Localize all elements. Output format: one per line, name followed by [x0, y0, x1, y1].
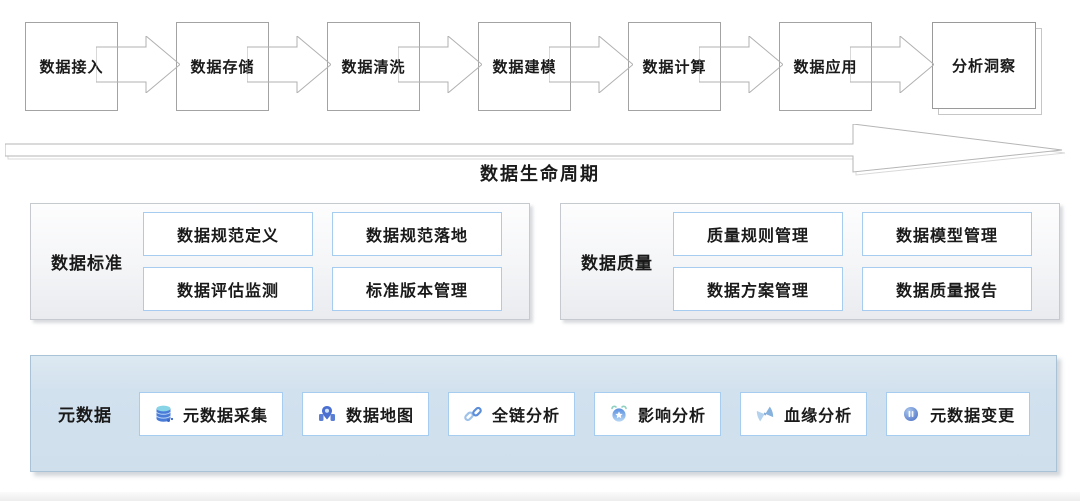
stage-box-data-modeling: 数据建模	[478, 22, 571, 111]
metadata-item-data-map: 数据地图	[302, 391, 430, 436]
data-quality-label: 数据质量	[581, 254, 653, 273]
data-standards-label: 数据标准	[51, 254, 123, 273]
standards-item: 数据规范落地	[332, 212, 502, 256]
map-pin-icon	[319, 405, 336, 421]
stage-box-analysis-insight: 分析洞察	[932, 22, 1042, 115]
stage-box-data-access: 数据接入	[25, 22, 118, 111]
stage-box-data-cleaning: 数据清洗	[327, 22, 420, 111]
metadata-buttons: 元数据采集 数据地图 全链分析	[139, 391, 1031, 436]
metadata-label: 元数据	[58, 406, 112, 425]
standards-item: 数据评估监测	[143, 267, 313, 311]
flow-arrow-icon	[398, 36, 482, 93]
metadata-item-metadata-change: 元数据变更	[886, 391, 1031, 436]
bottom-edge-strip	[0, 492, 1080, 501]
metadata-item-lineage-analysis: 血缘分析	[740, 391, 868, 436]
metadata-item-label: 全链分析	[492, 407, 561, 425]
chain-link-icon	[464, 406, 482, 421]
metadata-item-label: 血缘分析	[784, 407, 853, 425]
data-standards-grid: 数据规范定义 数据规范落地 数据评估监测 标准版本管理	[143, 212, 502, 311]
butterfly-icon	[756, 406, 774, 421]
alarm-star-icon	[611, 405, 627, 422]
quality-item: 数据模型管理	[862, 212, 1032, 256]
lifecycle-label: 数据生命周期	[480, 164, 600, 184]
metadata-item-full-chain: 全链分析	[448, 391, 576, 436]
metadata-panel: 元数据 元数据采集 数据地图	[30, 355, 1057, 472]
flow-arrow-icon	[549, 36, 633, 93]
data-standards-panel: 数据标准 数据规范定义 数据规范落地 数据评估监测 标准版本管理	[30, 203, 530, 320]
stage-box-data-application: 数据应用	[779, 22, 872, 111]
lifecycle-arrow-icon	[5, 124, 1066, 176]
flow-arrow-icon	[699, 36, 783, 93]
standards-item: 标准版本管理	[332, 267, 502, 311]
metadata-item-label: 元数据采集	[183, 407, 269, 425]
metadata-item-collect: 元数据采集	[139, 391, 284, 436]
flow-arrow-icon	[850, 36, 934, 93]
metadata-item-label: 数据地图	[346, 407, 415, 425]
data-quality-panel: 数据质量 质量规则管理 数据模型管理 数据方案管理 数据质量报告	[560, 203, 1060, 320]
stage-box-analysis-insight-inner: 分析洞察	[932, 22, 1036, 109]
flow-arrow-icon	[96, 36, 180, 93]
quality-item: 质量规则管理	[673, 212, 843, 256]
metadata-item-impact-analysis: 影响分析	[594, 391, 722, 436]
metadata-item-label: 影响分析	[638, 407, 707, 425]
stage-box-data-storage: 数据存储	[176, 22, 269, 111]
stage-box-data-computing: 数据计算	[628, 22, 721, 111]
data-quality-grid: 质量规则管理 数据模型管理 数据方案管理 数据质量报告	[673, 212, 1032, 311]
quality-item: 数据方案管理	[673, 267, 843, 311]
sphere-icon	[904, 406, 919, 421]
metadata-item-label: 元数据变更	[930, 407, 1016, 425]
database-icon	[156, 405, 174, 422]
standards-item: 数据规范定义	[143, 212, 313, 256]
quality-item: 数据质量报告	[862, 267, 1032, 311]
flow-arrow-icon	[247, 36, 331, 93]
